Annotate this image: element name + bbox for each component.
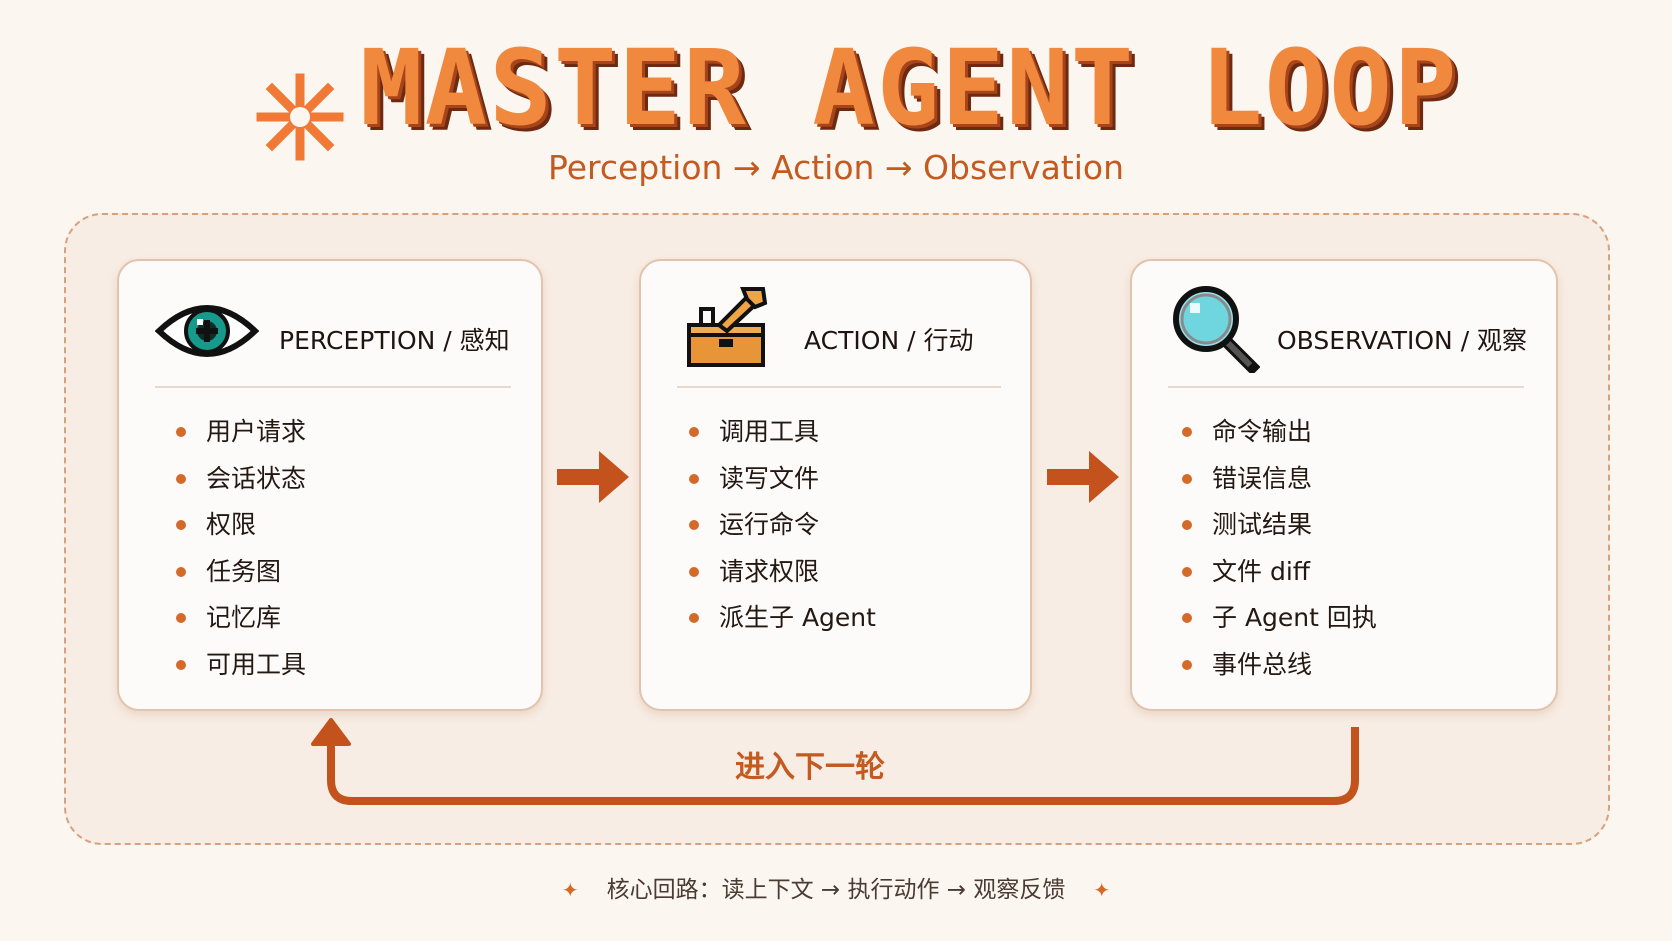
- action-list: 调用工具 读写文件 运行命令 请求权限 派生子 Agent: [687, 409, 876, 642]
- list-item: 错误信息: [1180, 456, 1377, 503]
- list-item-label: 可用工具: [206, 649, 307, 679]
- list-item-label: 子 Agent 回执: [1212, 603, 1377, 633]
- loop-label: 进入下一轮: [735, 750, 885, 785]
- list-item-label: 测试结果: [1212, 510, 1313, 540]
- title-area: MASTER AGENT LOOP: [0, 27, 1672, 161]
- list-item: 会话状态: [174, 456, 306, 503]
- list-item-label: 任务图: [206, 556, 282, 586]
- list-item: 运行命令: [687, 502, 876, 549]
- page-subtitle: Perception → Action → Observation: [547, 148, 1125, 187]
- bullet-dot: [1182, 473, 1192, 484]
- perception-card: PERCEPTION / 感知 用户请求 会话状态 权限 任务图 记忆库 可用工…: [117, 259, 543, 711]
- eye-icon: [155, 305, 259, 357]
- bullet-dot: [689, 520, 699, 531]
- card-header: ACTION / 行动: [641, 261, 1030, 386]
- card-divider: [155, 386, 511, 388]
- list-item: 任务图: [174, 549, 306, 596]
- bullet-dot: [689, 613, 699, 624]
- list-item-label: 运行命令: [719, 510, 820, 540]
- list-item-label: 权限: [206, 510, 257, 540]
- observation-list: 命令输出 错误信息 测试结果 文件 diff 子 Agent 回执 事件总线: [1180, 409, 1377, 689]
- list-item: 命令输出: [1180, 409, 1377, 456]
- list-item-label: 错误信息: [1212, 463, 1313, 493]
- list-item: 用户请求: [174, 409, 306, 456]
- list-item: 调用工具: [687, 409, 876, 456]
- arrow-right-icon: [1047, 451, 1119, 503]
- sparkle-icon: [256, 73, 344, 161]
- bullet-dot: [176, 473, 186, 484]
- list-item: 子 Agent 回执: [1180, 595, 1377, 642]
- bullet-dot: [689, 473, 699, 484]
- observation-card: OBSERVATION / 观察 命令输出 错误信息 测试结果 文件 diff …: [1130, 259, 1558, 711]
- bullet-dot: [689, 566, 699, 577]
- card-title: OBSERVATION / 观察: [1277, 326, 1528, 355]
- list-item: 文件 diff: [1180, 549, 1377, 596]
- magnifier-icon: [1173, 286, 1260, 373]
- bullet-dot: [176, 566, 186, 577]
- page-title: MASTER AGENT LOOP: [360, 27, 1459, 149]
- list-item: 测试结果: [1180, 502, 1377, 549]
- list-item: 请求权限: [687, 549, 876, 596]
- list-item-label: 读写文件: [719, 463, 820, 493]
- bullet-dot: [1182, 520, 1192, 531]
- bullet-dot: [1182, 613, 1192, 624]
- diamond-icon: ✦: [561, 878, 579, 902]
- card-divider: [1168, 386, 1524, 388]
- list-item-label: 用户请求: [206, 417, 307, 446]
- list-item: 事件总线: [1180, 642, 1377, 689]
- card-divider: [677, 386, 1001, 388]
- bullet-dot: [1182, 427, 1192, 437]
- arrow-right-icon: [557, 451, 629, 503]
- bullet-dot: [176, 520, 186, 531]
- bullet-dot: [689, 427, 699, 437]
- card-title: ACTION / 行动: [804, 326, 974, 355]
- card-header: PERCEPTION / 感知: [119, 261, 541, 386]
- list-item: 可用工具: [174, 642, 306, 689]
- list-item-label: 会话状态: [206, 463, 307, 493]
- perception-list: 用户请求 会话状态 权限 任务图 记忆库 可用工具: [174, 409, 306, 689]
- bullet-dot: [176, 613, 186, 624]
- bullet-dot: [176, 659, 186, 670]
- footer-text: 核心回路：读上下文 → 执行动作 → 观察反馈: [606, 877, 1066, 903]
- list-item: 记忆库: [174, 595, 306, 642]
- footer-note: ✦ 核心回路：读上下文 → 执行动作 → 观察反馈 ✦: [0, 870, 1672, 904]
- diamond-icon: ✦: [1093, 878, 1111, 902]
- list-item-label: 调用工具: [719, 417, 820, 446]
- bullet-dot: [1182, 566, 1192, 577]
- action-card: ACTION / 行动 调用工具 读写文件 运行命令 请求权限 派生子 Agen…: [639, 259, 1032, 711]
- list-item: 权限: [174, 502, 306, 549]
- bullet-dot: [1182, 659, 1192, 670]
- bullet-dot: [176, 427, 186, 437]
- list-item-label: 派生子 Agent: [719, 603, 876, 633]
- list-item: 派生子 Agent: [687, 595, 876, 642]
- list-item-label: 请求权限: [719, 556, 820, 586]
- list-item: 读写文件: [687, 456, 876, 503]
- list-item-label: 记忆库: [206, 603, 282, 633]
- card-title: PERCEPTION / 感知: [279, 326, 510, 355]
- card-header: OBSERVATION / 观察: [1132, 261, 1556, 386]
- toolbox-icon: [687, 287, 768, 367]
- list-item-label: 文件 diff: [1212, 556, 1310, 586]
- list-item-label: 命令输出: [1212, 417, 1313, 446]
- list-item-label: 事件总线: [1212, 649, 1313, 679]
